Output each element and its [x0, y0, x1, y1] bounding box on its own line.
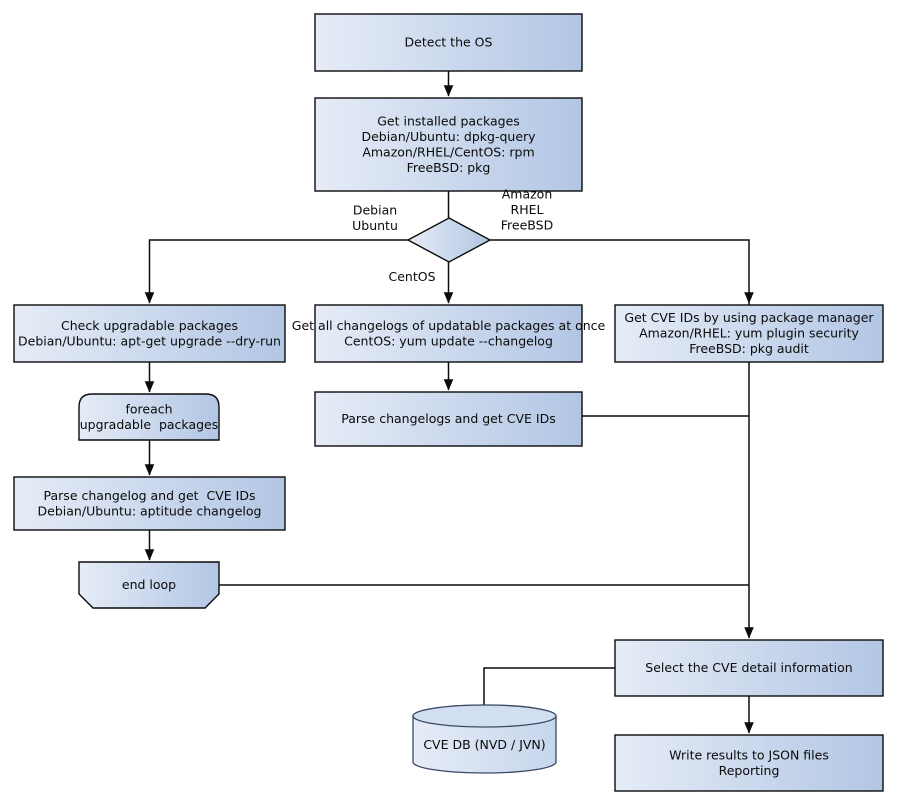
edge-decision-to-package-manager	[490, 239, 754, 304]
node-shape-os-decision	[406, 217, 492, 263]
node-shape-foreach-loop-start	[78, 393, 220, 441]
node-parse-changelogs-get-cve-ids[interactable]: Parse changelogs and get CVE IDs	[314, 391, 583, 447]
node-os-decision[interactable]	[406, 217, 492, 263]
label-centos: CentOS	[388, 269, 435, 284]
node-shape-parse-changelog-get-cve-ids	[13, 476, 286, 531]
node-shape-get-cve-ids-package-manager	[614, 304, 884, 363]
node-detect-os[interactable]: Detect the OS	[314, 13, 583, 72]
node-label-end-loop: end loop	[122, 577, 176, 592]
node-label-detect-os: Detect the OS	[405, 34, 493, 49]
node-shape-parse-changelogs-get-cve-ids	[314, 391, 583, 447]
node-label-cve-database: CVE DB (NVD / JVN)	[423, 737, 545, 752]
database-top-ellipse	[412, 704, 557, 728]
node-shape-detect-os	[314, 13, 583, 72]
node-cve-database[interactable]: CVE DB (NVD / JVN)	[412, 704, 557, 774]
node-shape-get-installed-packages	[314, 97, 583, 192]
node-select-cve-detail[interactable]: Select the CVE detail information	[614, 639, 884, 697]
node-get-all-changelogs[interactable]: Get all changelogs of updatable packages…	[292, 304, 606, 363]
node-shape-get-all-changelogs	[314, 304, 583, 363]
node-shape-select-cve-detail	[614, 639, 884, 697]
edge-select-to-database	[483, 667, 615, 712]
node-shape-check-upgradable-packages	[13, 304, 286, 363]
node-label-select-cve-detail: Select the CVE detail information	[645, 660, 852, 675]
edge-decision-to-check-upgradable	[144, 239, 408, 304]
node-shape-write-results	[614, 734, 884, 792]
node-shape-end-loop	[78, 561, 220, 609]
node-label-parse-changelogs-get-cve-ids: Parse changelogs and get CVE IDs	[341, 411, 555, 426]
node-end-loop[interactable]: end loop	[78, 561, 220, 609]
node-label-get-all-changelogs: Get all changelogs of updatable packages…	[292, 317, 606, 348]
